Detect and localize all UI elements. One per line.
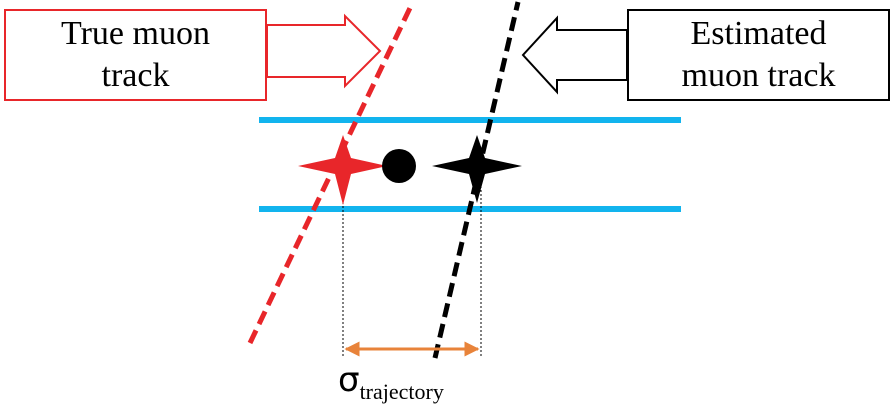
sigma-subscript: trajectory (359, 379, 444, 404)
estimated-track-pointer-arrow (521, 15, 628, 95)
estimated-muon-track-label: Estimated muon track (627, 9, 890, 101)
true-hit-star (298, 135, 387, 205)
true-muon-track-label-line2: track (101, 57, 170, 94)
sigma-trajectory-label: σtrajectory (338, 360, 498, 404)
estimated-muon-track-label-line2: muon track (681, 57, 836, 94)
true-muon-track-label-line1: True muon (61, 14, 210, 52)
sigma-symbol: σ (338, 360, 360, 400)
estimated-hit-star (432, 135, 522, 203)
estimated-muon-track-label-line1: Estimated (690, 14, 827, 52)
estimated-muon-track-line (432, 1, 521, 359)
measured-hit-dot (382, 149, 416, 183)
true-muon-track-label: True muon track (4, 9, 267, 101)
true-track-pointer-arrow (266, 13, 382, 89)
